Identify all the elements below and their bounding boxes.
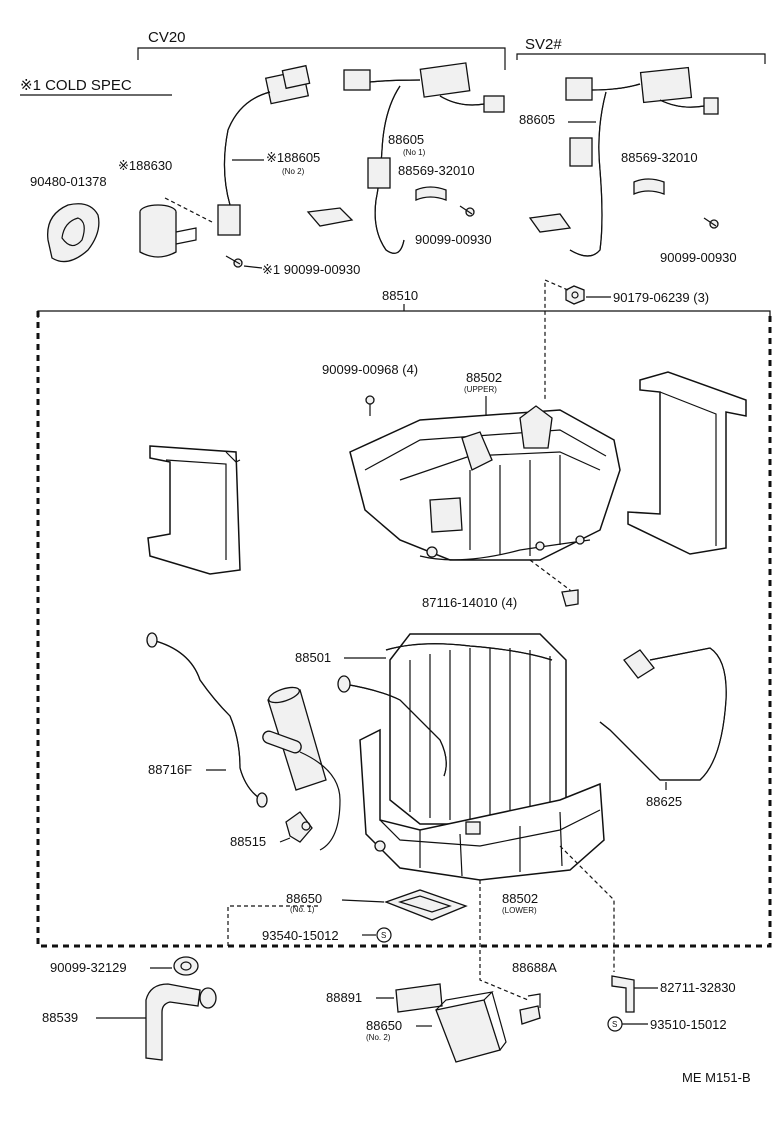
label-88502-upper-sub: (UPPER) bbox=[464, 385, 497, 394]
harness-88625 bbox=[599, 647, 727, 781]
label-190099: ※1 90099-00930 bbox=[262, 262, 360, 277]
bracket-88688a bbox=[519, 993, 541, 1025]
leader-88515 bbox=[279, 837, 291, 843]
label-90099-00930-sv2: 90099-00930 bbox=[660, 250, 737, 265]
label-88605-cv20-sub: (No 1) bbox=[403, 148, 426, 157]
sv2-bracket bbox=[516, 53, 766, 64]
label-88650-no2-sub: (No. 2) bbox=[366, 1033, 391, 1042]
label-188630: ※188630 bbox=[118, 158, 172, 173]
label-88569-cv20: 88569-32010 bbox=[398, 163, 475, 178]
leader-88650-no1 bbox=[341, 899, 385, 903]
label-90179-06239: 90179-06239 (3) bbox=[613, 290, 709, 305]
leader-190099 bbox=[243, 265, 263, 269]
label-88539: 88539 bbox=[42, 1010, 78, 1025]
label-82711-32830: 82711-32830 bbox=[660, 980, 736, 995]
dash-88539 bbox=[227, 905, 318, 946]
label-90099-00968: 90099-00968 (4) bbox=[322, 362, 418, 377]
lower-case-88502 bbox=[359, 728, 605, 881]
label-88650-no1-sub: (No. 1) bbox=[290, 905, 315, 914]
label-88891: 88891 bbox=[326, 990, 362, 1005]
screw-90099-sv2 bbox=[703, 217, 719, 229]
clip-87116 bbox=[561, 589, 579, 607]
label-88650-no1: 88650 bbox=[286, 891, 322, 906]
relay-part-188630 bbox=[139, 204, 197, 258]
label-88510: 88510 bbox=[382, 288, 418, 303]
clamp-88569-sv2 bbox=[633, 178, 665, 195]
duct-left bbox=[147, 445, 241, 575]
label-188605: ※188605 bbox=[266, 150, 320, 165]
sensor-88515 bbox=[285, 811, 313, 843]
label-88625: 88625 bbox=[646, 794, 682, 809]
amplifier-88650-no1 bbox=[384, 889, 468, 921]
screw-190099 bbox=[225, 255, 243, 268]
label-88502-lower: 88502 bbox=[502, 891, 538, 906]
label-88501: 88501 bbox=[295, 650, 331, 665]
cv20-label: CV20 bbox=[148, 29, 186, 46]
document-code: ME M151-B bbox=[682, 1070, 751, 1085]
label-88515: 88515 bbox=[230, 834, 266, 849]
s-symbol-93540 bbox=[376, 927, 392, 943]
label-88569-sv2: 88569-32010 bbox=[621, 150, 698, 165]
label-88605-sv2: 88605 bbox=[519, 112, 555, 127]
label-87116-14010: 87116-14010 (4) bbox=[422, 595, 517, 610]
screw-90099-00968 bbox=[365, 395, 375, 416]
label-88716f: 88716F bbox=[148, 762, 192, 777]
screw-90099-cv20 bbox=[459, 205, 475, 217]
harness-188605-no2 bbox=[217, 64, 311, 236]
sv2-label: SV2# bbox=[525, 36, 562, 53]
bracket-88510 bbox=[37, 310, 771, 318]
hose-88539 bbox=[145, 983, 217, 1061]
dash-90179 bbox=[544, 279, 569, 400]
clamp-88569-cv20 bbox=[415, 186, 447, 201]
grommet-90099-32129 bbox=[173, 956, 199, 976]
harness-88605-sv2 bbox=[528, 66, 719, 257]
label-90099-32129: 90099-32129 bbox=[50, 960, 127, 975]
assembly-88510-boundary bbox=[36, 311, 772, 948]
label-88605-cv20: 88605 bbox=[388, 132, 424, 147]
label-188605-sub: (No 2) bbox=[282, 167, 305, 176]
leader-188630 bbox=[164, 197, 213, 223]
dash-88688a bbox=[479, 880, 529, 1001]
label-93510-15012: 93510-15012 bbox=[650, 1017, 727, 1032]
label-88688a: 88688A bbox=[512, 960, 557, 975]
pad-88891 bbox=[395, 983, 443, 1013]
upper-case-88502 bbox=[349, 405, 621, 561]
s-symbol-93540-text: S bbox=[381, 931, 386, 940]
cold-spec-label: ※1 COLD SPEC bbox=[20, 77, 132, 94]
thermistor-tube bbox=[262, 686, 341, 851]
label-93540-15012: 93540-15012 bbox=[262, 928, 339, 943]
harness-88605-no1 bbox=[306, 62, 505, 254]
cv20-bracket bbox=[137, 47, 506, 70]
label-88502-lower-sub: (LOWER) bbox=[502, 906, 537, 915]
duct-right bbox=[627, 371, 747, 555]
pipe-88716f bbox=[146, 632, 268, 808]
s-symbol-93510-text: S bbox=[612, 1020, 617, 1029]
label-90099-00930-cv20: 90099-00930 bbox=[415, 232, 492, 247]
nut-90179 bbox=[565, 285, 585, 305]
label-88650-no2: 88650 bbox=[366, 1018, 402, 1033]
dash-87116 bbox=[529, 559, 571, 596]
bracket-82711 bbox=[611, 975, 635, 1013]
amplifier-88650-no2 bbox=[435, 991, 507, 1063]
grommet-part bbox=[47, 203, 100, 263]
label-90480-01378: 90480-01378 bbox=[30, 174, 107, 189]
label-88502-upper: 88502 bbox=[466, 370, 502, 385]
